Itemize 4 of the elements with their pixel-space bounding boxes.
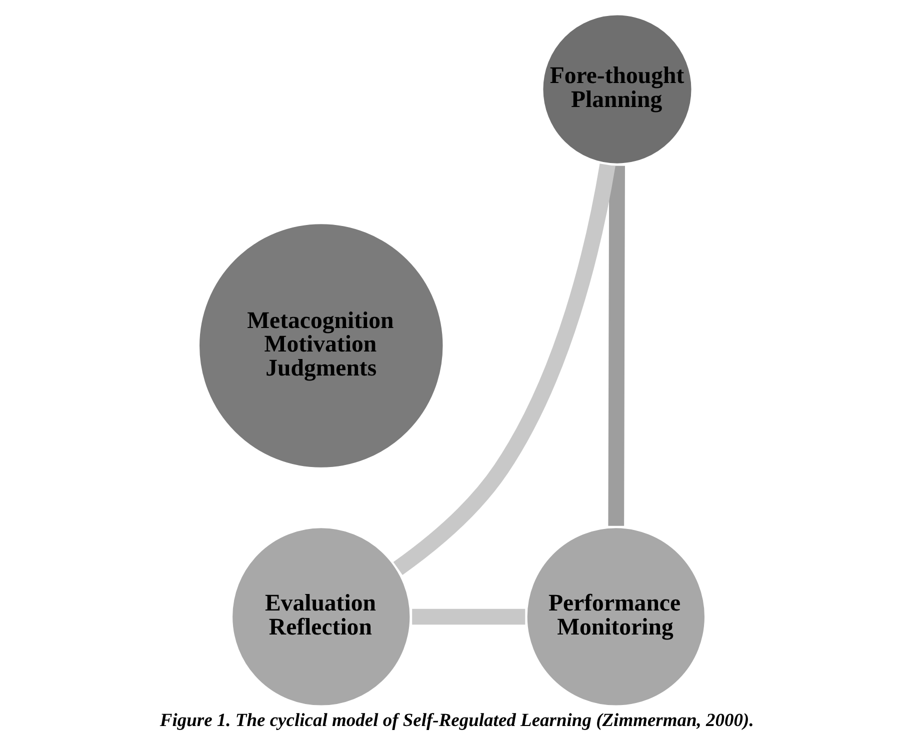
connector [608,166,624,526]
connector [412,608,525,625]
caption: Figure 1. The cyclical model of Self-Regulated Learning (Zimmerman, 2000). [159,711,754,732]
connector [392,164,615,575]
